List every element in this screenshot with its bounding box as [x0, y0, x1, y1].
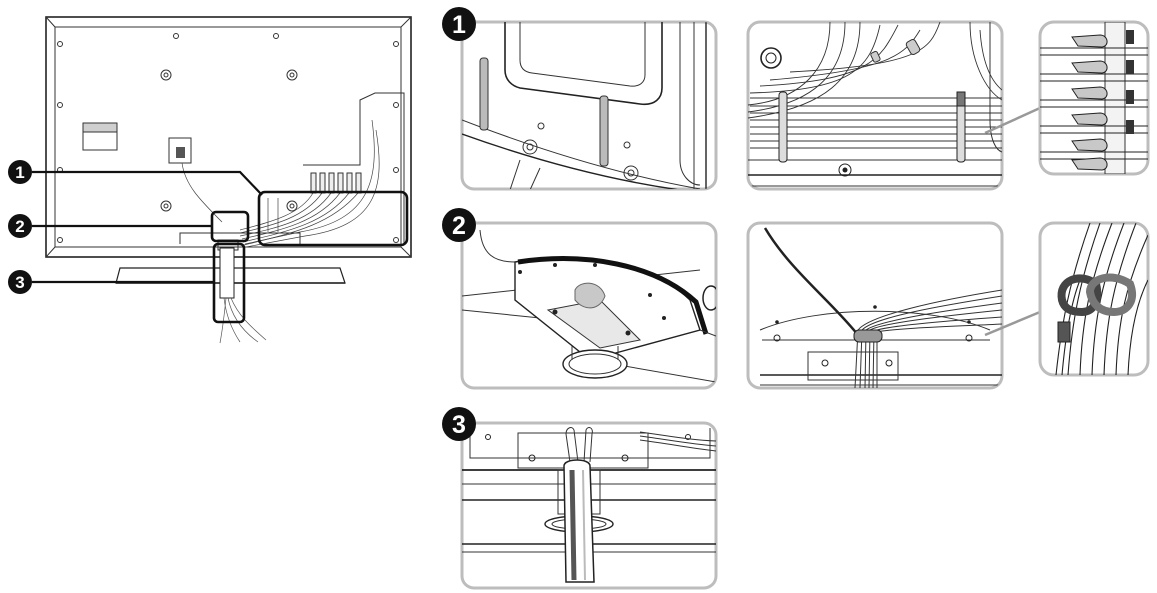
- panel-2-tie-detail: [1038, 221, 1150, 377]
- callout-badge-2-left: 2: [8, 214, 32, 238]
- callout-label-2-left: 2: [15, 217, 24, 236]
- callout-badge-2-panel: 2: [442, 208, 476, 242]
- callout-label-3-left: 3: [15, 273, 24, 292]
- panel-2-cable-gather: [746, 221, 1004, 390]
- callout-badge-1-panel: 1: [442, 7, 476, 41]
- callout-label-2-panel: 2: [452, 212, 466, 240]
- panel-1-clip-detail: [1038, 20, 1150, 176]
- highlight-box-1: [257, 190, 409, 247]
- panel-1-rear-mount: [460, 20, 718, 191]
- callout-label-1-left: 1: [15, 163, 24, 182]
- leader-lines: [32, 170, 263, 284]
- panel-1-cable-bundle: [746, 20, 1004, 191]
- callout-label-3-panel: 3: [452, 411, 466, 439]
- callout-badge-1-left: 1: [8, 160, 32, 184]
- callout-label-1-panel: 1: [452, 11, 466, 39]
- highlight-box-2: [210, 210, 250, 243]
- panel-3-cable-cover: [460, 421, 718, 590]
- tv-back-view: [45, 16, 412, 344]
- callout-badge-3-panel: 3: [442, 407, 476, 441]
- callout-badge-3-left: 3: [8, 270, 32, 294]
- panel-2-stand-bracket: [460, 221, 718, 390]
